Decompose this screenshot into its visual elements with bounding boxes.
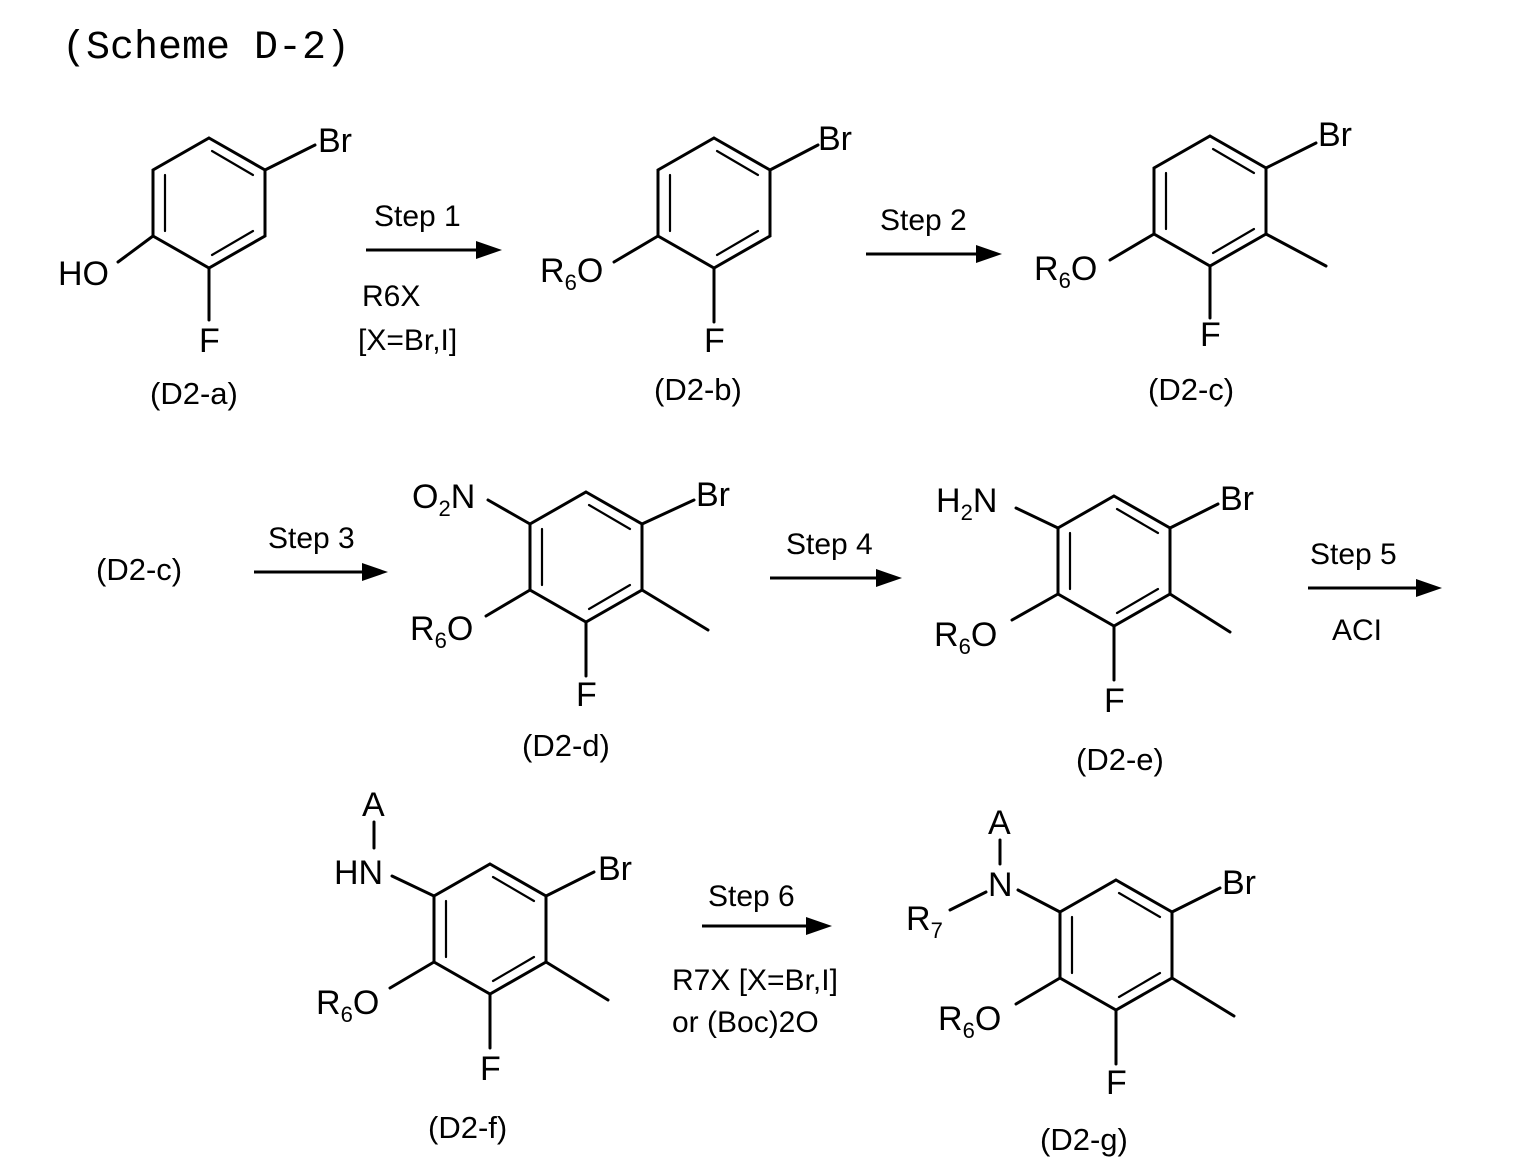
step-1-arrow: Step 1 R6X [X=Br,I] [358,200,502,357]
amide-nh-group: HN [334,854,383,892]
alkoxy-group: R6O [540,252,603,295]
step-2-label: Step 2 [880,204,967,237]
bromo-atom: Br [1220,480,1254,518]
compound-label: (D2-e) [1076,742,1164,777]
compound-d2-f: A HN Br R6O F (D2-f) [316,786,632,1145]
benzene-ring [658,138,770,268]
starting-compound-reference: (D2-c) [96,552,182,587]
step-5-arrow: Step 5 ACI [1308,538,1442,647]
step-1-reagent-note: [X=Br,I] [358,324,457,357]
step-1-reagent: R6X [362,280,420,313]
nitro-group: O2N [412,478,475,521]
compound-d2-e: Br H2N R6O F (D2-e) [934,480,1254,777]
bromo-atom: Br [318,122,352,160]
amino-group: H2N [936,482,997,525]
alkoxy-group: R6O [938,1000,1001,1043]
alkoxy-group: R6O [934,616,997,659]
fluoro-atom: F [1200,316,1221,354]
step-4-arrow: Step 4 [770,528,902,587]
compound-label: (D2-f) [428,1110,507,1145]
compound-label: (D2-b) [654,372,742,407]
bromo-atom: Br [1222,864,1256,902]
fluoro-atom: F [199,322,220,360]
fluoro-atom: F [1104,682,1125,720]
step-6-reagent-alt: or (Boc)2O [672,1006,819,1039]
step-5-label: Step 5 [1310,538,1397,571]
benzene-ring [1060,880,1172,1010]
hydroxy-group: HO [58,255,109,293]
bromo-atom: Br [818,120,852,158]
bromo-atom: Br [598,850,632,888]
nitrogen-atom: N [988,866,1013,904]
benzene-ring [530,492,642,622]
benzene-ring [153,138,265,268]
step-6-label: Step 6 [708,880,795,913]
compound-d2-g: A N R7 Br R6O F (D2-g) [906,804,1256,1157]
step-1-label: Step 1 [374,200,461,233]
fluoro-atom: F [1106,1064,1127,1102]
acyl-substituent: A [988,804,1011,842]
alkoxy-group: R6O [1034,250,1097,293]
bromo-atom: Br [696,476,730,514]
step-3-label: Step 3 [268,522,355,555]
compound-label: (D2-c) [1148,372,1234,407]
compound-d2-c: Br R6O F (D2-c) [1034,116,1352,407]
r7-substituent: R7 [906,900,943,943]
fluoro-atom: F [576,676,597,714]
alkoxy-group: R6O [410,610,473,653]
compound-label: (D2-g) [1040,1122,1128,1157]
benzene-ring [434,864,546,994]
acyl-substituent: A [362,786,385,824]
alkoxy-group: R6O [316,984,379,1027]
step-6-arrow: Step 6 R7X [X=Br,I] or (Boc)2O [672,880,838,1039]
step-6-reagent: R7X [X=Br,I] [672,964,838,997]
bromo-atom: Br [1318,116,1352,154]
fluoro-atom: F [480,1050,501,1088]
compound-label: (D2-a) [150,376,238,411]
compound-d2-d: Br O2N R6O F (D2-d) [410,476,730,763]
benzene-ring [1154,136,1266,266]
compound-d2-b: Br R6O F (D2-b) [540,120,852,407]
benzene-ring [1058,496,1170,626]
scheme-title: (Scheme D-2) [62,26,350,71]
step-2-arrow: Step 2 [866,204,1002,263]
compound-label: (D2-d) [522,728,610,763]
step-4-label: Step 4 [786,528,873,561]
compound-d2-a: Br HO F (D2-a) [58,122,352,411]
step-3-arrow: Step 3 [254,522,388,581]
fluoro-atom: F [704,322,725,360]
step-5-reagent: ACI [1332,614,1382,647]
